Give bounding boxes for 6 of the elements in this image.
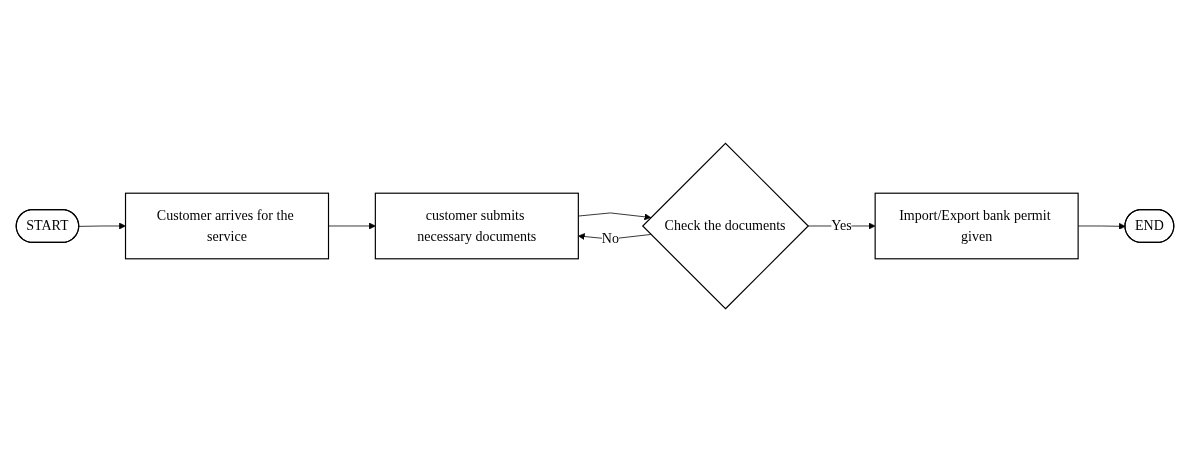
node-box: Customer arrives for the service xyxy=(124,192,330,260)
node-box: Import/Export bank permit given xyxy=(874,192,1079,260)
edge-label: Yes xyxy=(831,217,852,234)
node-box: customer submits necessary documents xyxy=(374,192,579,260)
node-diamond: Check the documents xyxy=(641,142,810,310)
edge-label: No xyxy=(601,230,619,247)
